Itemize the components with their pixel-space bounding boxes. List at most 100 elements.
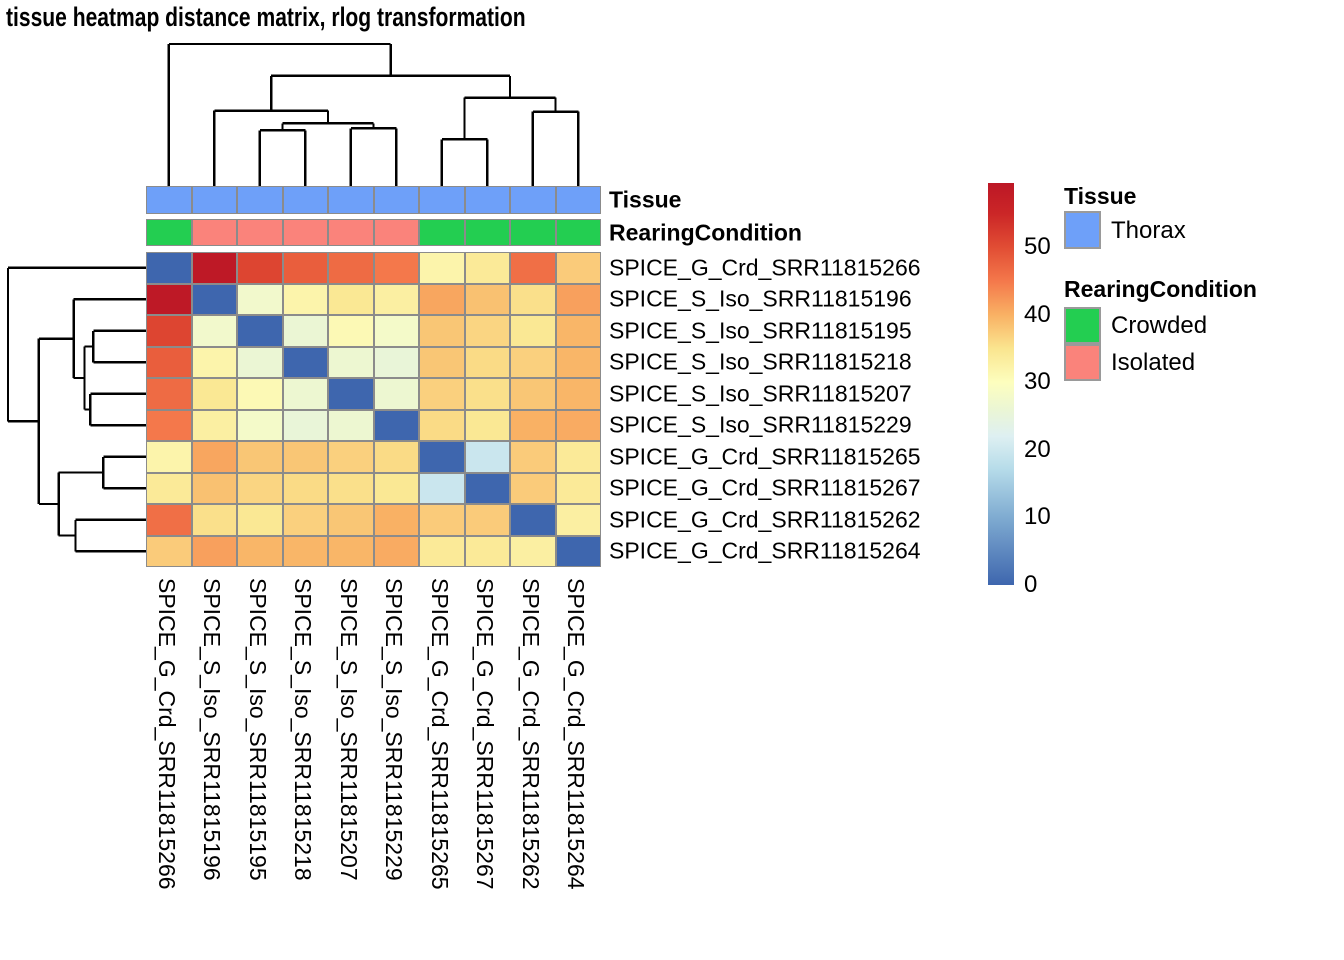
row-label: SPICE_S_Iso_SRR11815218: [609, 348, 912, 375]
heatmap-cell: [191, 315, 237, 347]
legend-crowded-swatch: [1064, 307, 1101, 344]
heatmap-cell: [282, 315, 328, 347]
heatmap-cell: [510, 315, 556, 347]
heatmap-matrix: [146, 252, 601, 567]
heatmap-cell: [191, 409, 237, 441]
rearing-bar-cell: [464, 219, 510, 246]
heatmap-cell: [419, 409, 465, 441]
heatmap-cell: [555, 504, 601, 536]
tissue-bar-cell: [328, 186, 374, 214]
heatmap-cell: [419, 283, 465, 315]
row-label: SPICE_G_Crd_SRR11815262: [609, 506, 921, 533]
heatmap-cell: [282, 472, 328, 504]
heatmap-cell: [555, 252, 601, 284]
color-scale-tick-label: 10: [1024, 503, 1051, 531]
color-scale-tick-label: 30: [1024, 368, 1051, 396]
heatmap-cell: [191, 252, 237, 284]
legend-thorax-swatch: [1064, 211, 1101, 249]
tissue-bar-cell: [146, 186, 192, 214]
tissue-bar-cell: [191, 186, 237, 214]
heatmap-cell: [282, 441, 328, 473]
heatmap-cell: [373, 472, 419, 504]
heatmap-cell: [282, 504, 328, 536]
column-label: SPICE_G_Crd_SRR11815264: [563, 578, 590, 890]
heatmap-cell: [555, 472, 601, 504]
heatmap-cell: [328, 504, 374, 536]
legend-isolated-label: Isolated: [1111, 349, 1196, 376]
rearing-bar-cell: [146, 219, 192, 246]
rearing-annotation-label: RearingCondition: [609, 219, 802, 246]
heatmap-cell: [237, 504, 283, 536]
heatmap-cell: [146, 378, 192, 410]
heatmap-cell: [237, 315, 283, 347]
row-label: SPICE_G_Crd_SRR11815264: [609, 537, 921, 564]
heatmap-cell: [555, 535, 601, 567]
heatmap-cell: [373, 441, 419, 473]
heatmap-cell: [555, 409, 601, 441]
rearing-bar-cell: [555, 219, 601, 246]
heatmap-cell: [510, 346, 556, 378]
tissue-bar-cell: [464, 186, 510, 214]
heatmap-cell: [419, 346, 465, 378]
tissue-bar-cell: [237, 186, 283, 214]
heatmap-cell: [146, 315, 192, 347]
legend-thorax-label: Thorax: [1111, 217, 1186, 244]
heatmap-cell: [237, 409, 283, 441]
heatmap-cell: [237, 283, 283, 315]
row-label: SPICE_S_Iso_SRR11815195: [609, 317, 912, 344]
heatmap-cell: [237, 441, 283, 473]
column-label: SPICE_G_Crd_SRR11815262: [517, 578, 544, 890]
heatmap-cell: [464, 441, 510, 473]
heatmap-cell: [282, 378, 328, 410]
tissue-annotation-bar: [146, 186, 601, 214]
heatmap-cell: [373, 346, 419, 378]
heatmap-cell: [510, 409, 556, 441]
heatmap-cell: [146, 252, 192, 284]
heatmap-cell: [464, 378, 510, 410]
tissue-bar-cell: [510, 186, 556, 214]
tissue-annotation-label: Tissue: [609, 186, 682, 213]
heatmap-cell: [419, 252, 465, 284]
heatmap-cell: [373, 378, 419, 410]
column-label: SPICE_S_Iso_SRR11815196: [199, 578, 226, 881]
legend-isolated-swatch: [1064, 344, 1101, 381]
column-label: SPICE_G_Crd_SRR11815266: [153, 578, 180, 890]
column-label: SPICE_G_Crd_SRR11815265: [426, 578, 453, 890]
heatmap-cell: [328, 441, 374, 473]
heatmap-cell: [464, 504, 510, 536]
heatmap-cell: [555, 315, 601, 347]
heatmap-cell: [191, 283, 237, 315]
heatmap-cell: [464, 346, 510, 378]
heatmap-cell: [328, 535, 374, 567]
rearing-bar-cell: [237, 219, 283, 246]
heatmap-cell: [555, 378, 601, 410]
row-label: SPICE_S_Iso_SRR11815196: [609, 285, 912, 312]
color-scale-tick-label: 20: [1024, 435, 1051, 463]
heatmap-cell: [555, 346, 601, 378]
heatmap-cell: [464, 409, 510, 441]
heatmap-cell: [419, 315, 465, 347]
heatmap-cell: [464, 472, 510, 504]
heatmap-cell: [191, 346, 237, 378]
heatmap-cell: [328, 472, 374, 504]
rearing-bar-cell: [373, 219, 419, 246]
heatmap-cell: [146, 441, 192, 473]
heatmap-cell: [510, 472, 556, 504]
heatmap-cell: [464, 535, 510, 567]
rearing-bar-cell: [419, 219, 465, 246]
heatmap-cell: [328, 378, 374, 410]
row-label: SPICE_G_Crd_SRR11815265: [609, 443, 921, 470]
heatmap-cell: [146, 346, 192, 378]
heatmap-cell: [191, 504, 237, 536]
heatmap-cell: [282, 409, 328, 441]
heatmap-cell: [237, 378, 283, 410]
heatmap-cell: [464, 252, 510, 284]
heatmap-cell: [146, 472, 192, 504]
heatmap-cell: [419, 378, 465, 410]
heatmap-cell: [373, 409, 419, 441]
heatmap-cell: [282, 252, 328, 284]
column-dendrogram: [167, 42, 580, 186]
row-dendrogram: [6, 266, 146, 553]
row-label: SPICE_S_Iso_SRR11815207: [609, 380, 912, 407]
